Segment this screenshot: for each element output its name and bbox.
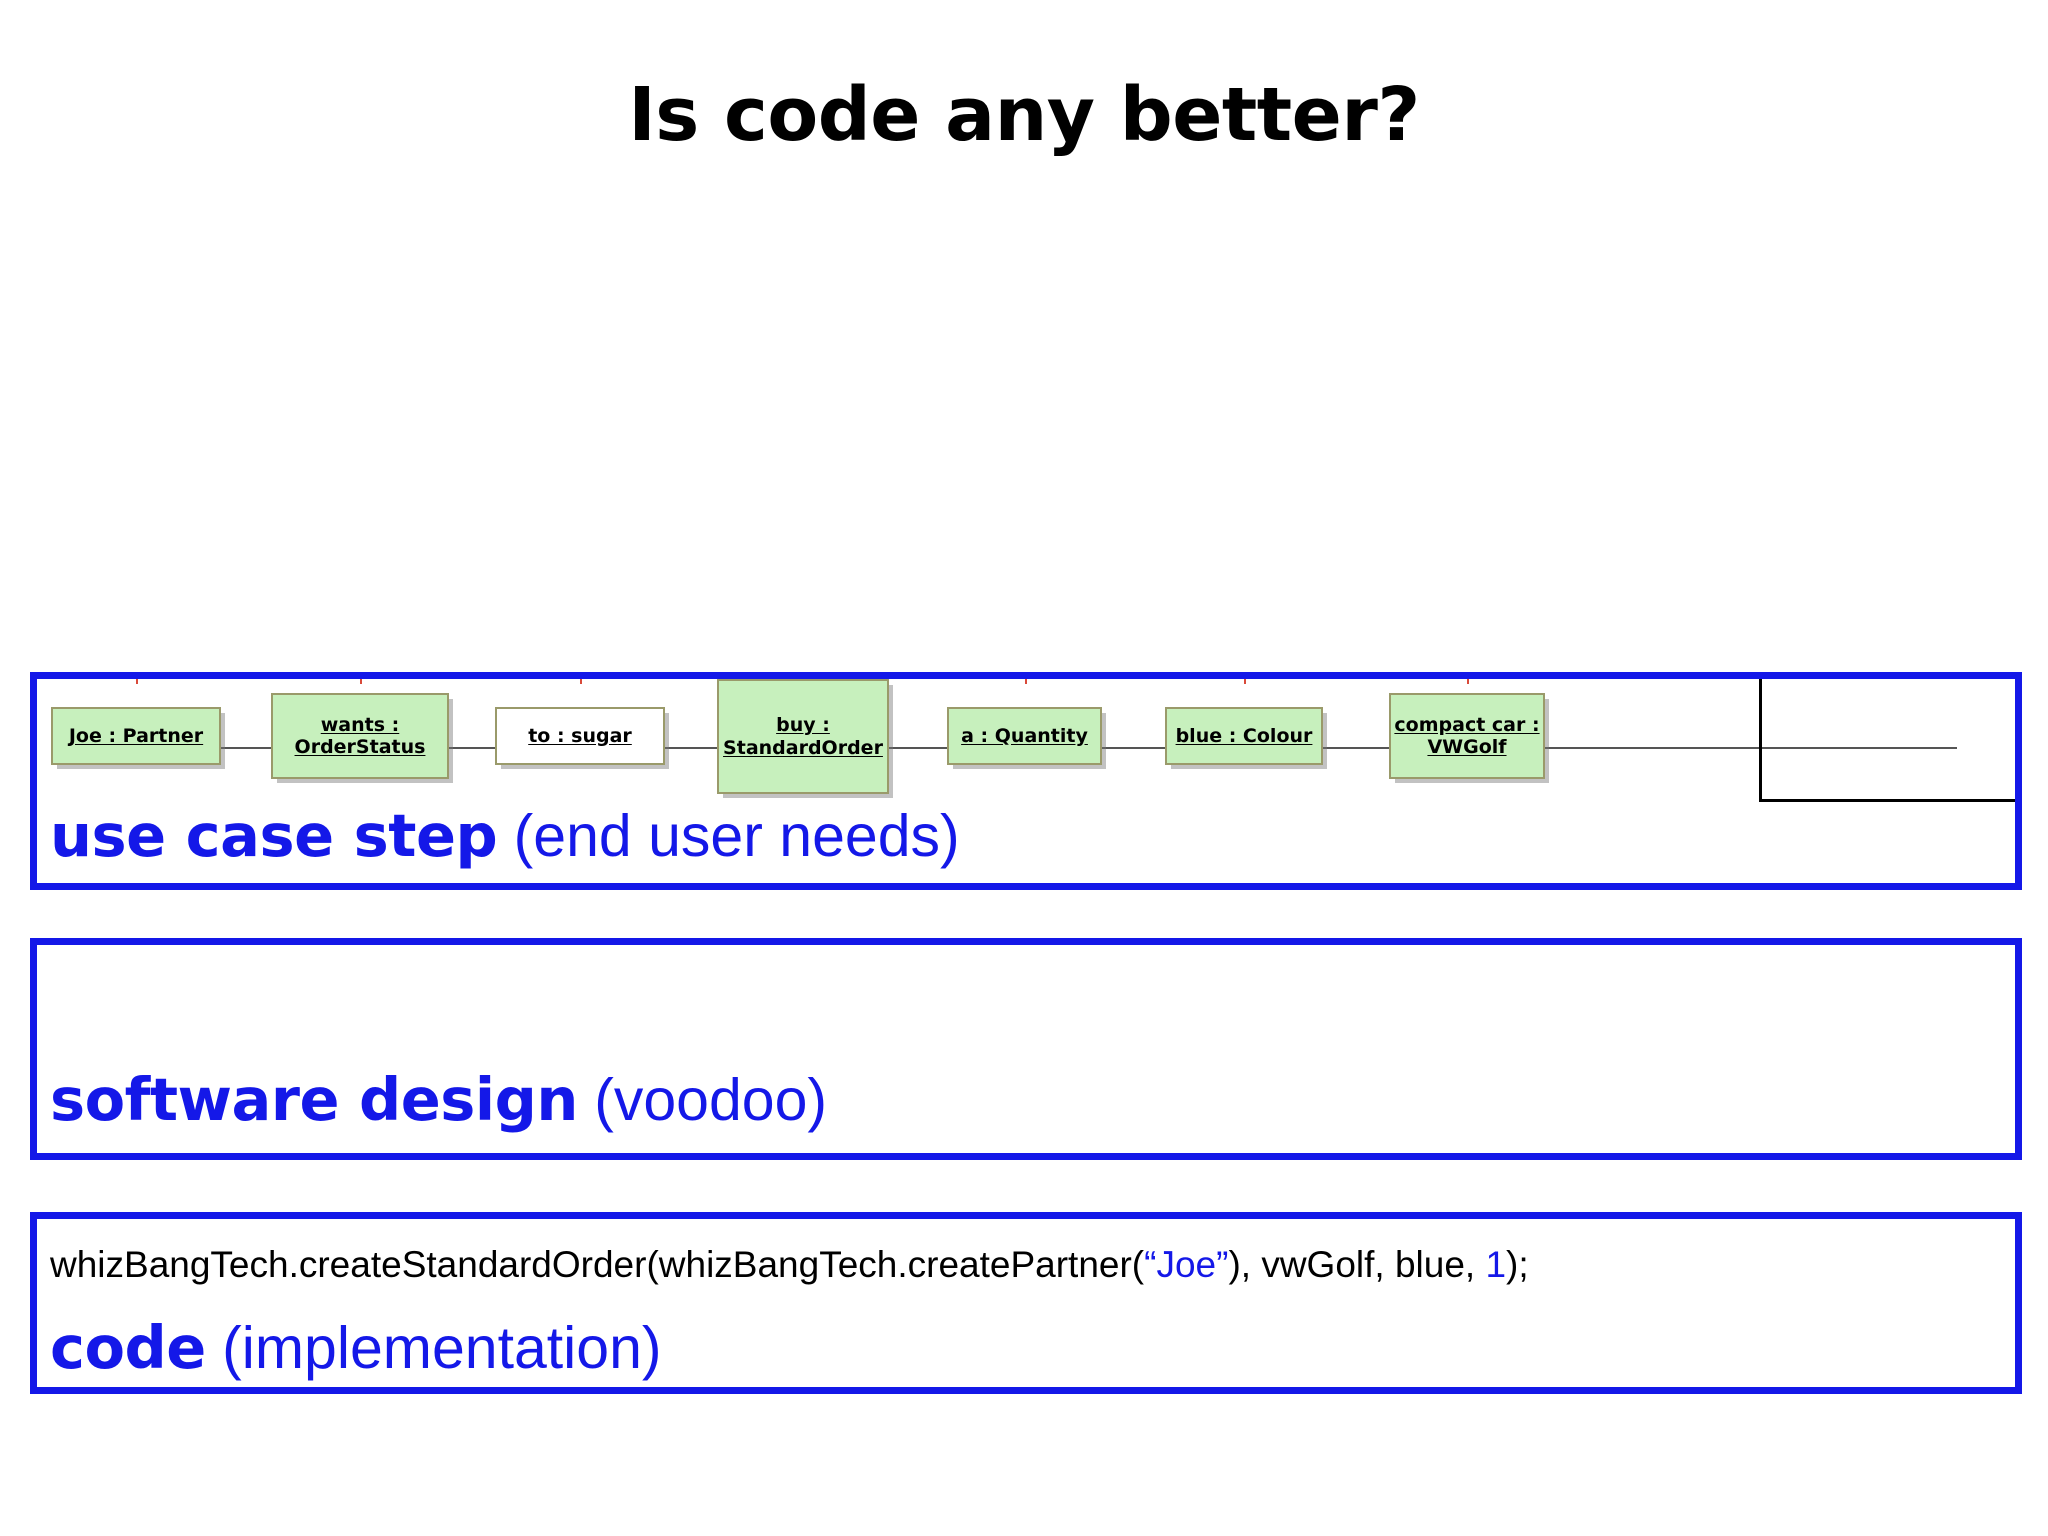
uml-tick-0	[136, 679, 138, 684]
panel-code	[30, 1212, 2022, 1394]
caption-use-case-step-light: (end user needs)	[497, 803, 960, 869]
code-string-literal-joe: “Joe”	[1144, 1244, 1229, 1285]
caption-code: code (implementation)	[50, 1318, 662, 1378]
uml-node-label: buy :StandardOrder	[723, 714, 883, 759]
uml-tick-5	[1244, 679, 1246, 684]
caption-software-design-strong: software design	[50, 1065, 578, 1134]
panel-software-design	[30, 938, 2022, 1160]
code-part-3: );	[1506, 1244, 1529, 1285]
uml-node-label: blue : Colour	[1175, 724, 1313, 747]
caption-use-case-step: use case step (end user needs)	[50, 806, 960, 866]
uml-tick-4	[1025, 679, 1027, 684]
uml-node-wants[interactable]: wants :OrderStatus	[271, 693, 449, 779]
uml-outer-frame	[1759, 679, 2015, 802]
uml-node-compactcar[interactable]: compact car :VWGolf	[1389, 693, 1545, 779]
uml-node-buy[interactable]: buy :StandardOrder	[717, 679, 889, 794]
page-title: Is code any better?	[628, 72, 1420, 158]
caption-code-light: (implementation)	[205, 1315, 662, 1381]
uml-node-quantity[interactable]: a : Quantity	[947, 707, 1102, 765]
uml-tick-2	[580, 679, 582, 684]
uml-node-label: to : sugar	[528, 724, 632, 747]
caption-use-case-step-strong: use case step	[50, 801, 498, 870]
uml-node-joe[interactable]: Joe : Partner	[51, 707, 221, 765]
caption-software-design-light: (voodoo)	[577, 1067, 828, 1133]
uml-tick-1	[360, 679, 362, 684]
uml-node-label: compact car :VWGolf	[1394, 713, 1540, 758]
uml-node-tosugar[interactable]: to : sugar	[495, 707, 665, 765]
uml-node-label: Joe : Partner	[68, 724, 204, 747]
uml-node-colour[interactable]: blue : Colour	[1165, 707, 1323, 765]
caption-code-strong: code	[50, 1313, 206, 1382]
code-number-literal-quantity: 1	[1485, 1244, 1507, 1285]
uml-node-label: wants :OrderStatus	[294, 713, 426, 758]
uml-object-diagram: Joe : Partner wants :OrderStatus to : suga…	[37, 679, 2015, 814]
code-snippet: whizBangTech.createStandardOrder(whizBan…	[50, 1246, 1529, 1283]
caption-software-design: software design (voodoo)	[50, 1070, 827, 1130]
uml-node-label: a : Quantity	[961, 724, 1088, 747]
code-part-2: ), vwGolf, blue,	[1228, 1244, 1486, 1285]
code-part-1: whizBangTech.createStandardOrder(whizBan…	[50, 1244, 1145, 1285]
uml-tick-6	[1467, 679, 1469, 684]
